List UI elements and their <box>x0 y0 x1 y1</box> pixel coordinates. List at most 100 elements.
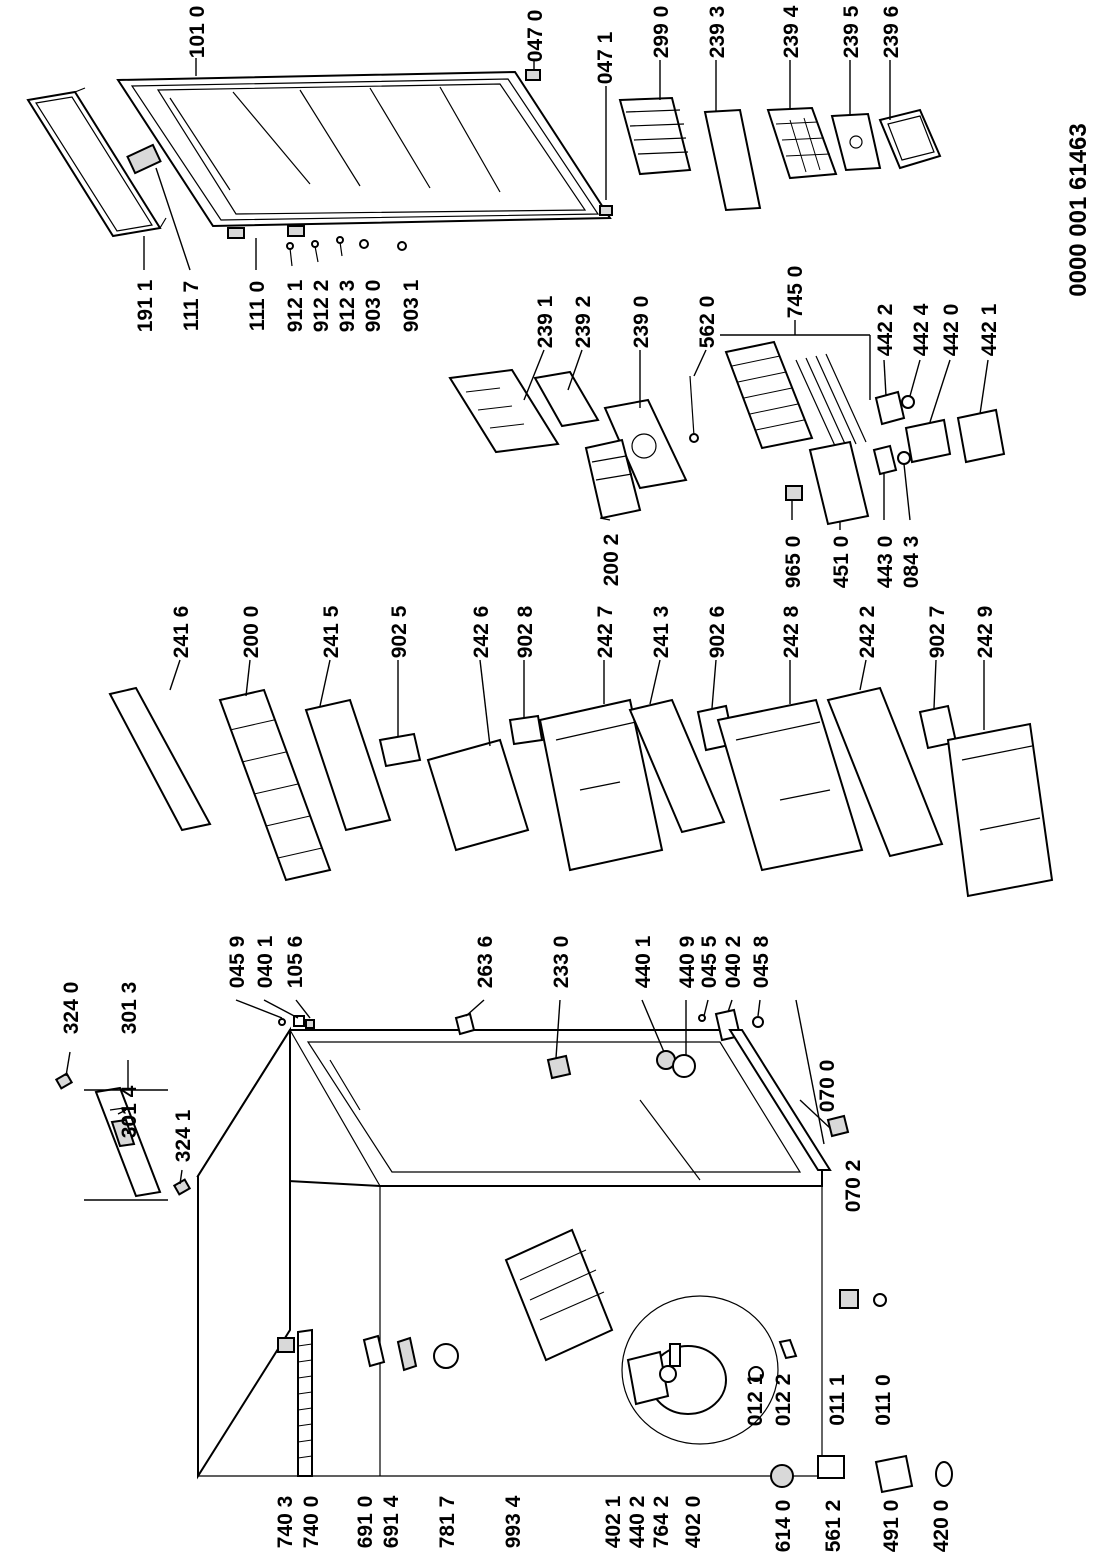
drawer-part-242-7 <box>538 698 664 872</box>
label-242-6: 242 6 <box>470 606 493 659</box>
label-040-1: 040 1 <box>254 935 277 988</box>
door-accessories-group <box>618 96 942 212</box>
labels-col2: 239 1 239 2 239 0 562 0 745 0 442 2 442 … <box>534 266 1001 589</box>
part-691-0 <box>362 1334 386 1368</box>
label-047-1: 047 1 <box>594 31 617 84</box>
label-239-6: 239 6 <box>880 6 903 59</box>
clip-part-047-1 <box>599 205 613 216</box>
label-420-0: 420 0 <box>930 1500 953 1552</box>
label-912-1: 912 1 <box>284 279 307 332</box>
label-045-8: 045 8 <box>750 935 773 988</box>
label-902-7: 902 7 <box>926 606 949 659</box>
label-440-2: 440 2 <box>626 1496 649 1549</box>
label-070-2: 070 2 <box>842 1160 865 1213</box>
part-012-2 <box>778 1338 798 1360</box>
label-241-6: 241 6 <box>170 606 193 659</box>
label-239-4: 239 4 <box>780 5 803 58</box>
part-442-1 <box>956 408 1006 464</box>
part-440-2 <box>659 1365 677 1383</box>
label-912-2: 912 2 <box>310 280 333 333</box>
reference-number: 0000 001 61463 <box>1065 123 1092 297</box>
label-239-3: 239 3 <box>706 6 729 59</box>
leaders-col3 <box>169 659 985 747</box>
part-324-0 <box>54 1072 74 1090</box>
label-105-6: 105 6 <box>284 936 307 989</box>
clip-part-047-0 <box>525 69 541 81</box>
part-324-1 <box>172 1178 192 1196</box>
label-781-7: 781 7 <box>436 1496 459 1549</box>
label-239-1: 239 1 <box>534 295 557 348</box>
drawer-front-242-2 <box>826 686 944 858</box>
label-614-0: 614 0 <box>772 1500 795 1552</box>
label-402-0: 402 0 <box>682 1496 705 1549</box>
part-105-6 <box>305 1019 315 1029</box>
label-691-4: 691 4 <box>380 1495 403 1548</box>
label-242-9: 242 9 <box>974 606 997 659</box>
part-491-0 <box>874 1454 914 1494</box>
label-241-5: 241 5 <box>320 605 343 658</box>
label-912-3: 912 3 <box>336 280 359 333</box>
label-242-7: 242 7 <box>594 606 617 659</box>
label-764-2: 764 2 <box>650 1496 673 1549</box>
label-241-3: 241 3 <box>650 606 673 659</box>
label-324-1: 324 1 <box>172 1109 195 1162</box>
label-561-2: 561 2 <box>822 1500 845 1552</box>
label-402-1: 402 1 <box>602 1495 625 1548</box>
part-011-0 <box>873 1293 887 1307</box>
label-902-6: 902 6 <box>706 606 729 659</box>
cabinet-body-part <box>196 1026 823 1480</box>
leaders-col2 <box>523 320 989 530</box>
part-440-9 <box>672 1054 696 1078</box>
label-442-0: 442 0 <box>940 304 963 357</box>
door-gasket-part <box>26 87 167 238</box>
label-491-0: 491 0 <box>880 1500 903 1552</box>
part-442-4 <box>901 395 915 409</box>
part-233-0 <box>546 1054 572 1080</box>
label-111-7: 111 7 <box>180 281 203 331</box>
label-745-0: 745 0 <box>784 266 807 319</box>
label-242-2: 242 2 <box>856 606 879 659</box>
part-070-2 <box>826 1114 850 1138</box>
label-070-0: 070 0 <box>816 1060 839 1113</box>
probe-part <box>689 375 695 437</box>
label-903-1: 903 1 <box>400 279 423 332</box>
part-740-3 <box>277 1337 295 1353</box>
part-443-0 <box>872 444 898 476</box>
label-299-0: 299 0 <box>650 6 673 59</box>
part-011-1 <box>839 1289 859 1309</box>
label-200-0: 200 0 <box>240 606 263 659</box>
part-045-8 <box>752 1016 764 1028</box>
label-101-0: 101 0 <box>186 6 209 59</box>
screw-parts <box>286 236 407 267</box>
part-420-0 <box>935 1461 953 1487</box>
leaders-col1 <box>143 58 891 271</box>
label-012-1: 012 1 <box>744 1373 767 1426</box>
part-045-9 <box>278 1018 286 1026</box>
box-part-239-6 <box>878 108 942 170</box>
label-691-0: 691 0 <box>354 1496 377 1549</box>
door-panel-part <box>116 70 612 228</box>
label-239-2: 239 2 <box>572 296 595 349</box>
label-301-4: 301 4 <box>118 1085 141 1138</box>
shelf-part-241-6 <box>108 686 212 832</box>
labels-col4: 324 0 301 3 301 4 324 1 045 9 040 1 105 … <box>60 935 953 1552</box>
label-965-0: 965 0 <box>782 536 805 589</box>
shelf-part-239-3 <box>703 108 762 212</box>
evaporator-coil-part <box>724 340 867 450</box>
evaporator-group <box>448 340 1006 526</box>
part-614-0 <box>770 1464 794 1488</box>
drawer-part-242-6 <box>426 738 530 852</box>
leaders-col4 <box>65 999 831 1201</box>
label-740-0: 740 0 <box>300 1496 323 1549</box>
label-740-3: 740 3 <box>274 1496 297 1549</box>
label-239-5: 239 5 <box>840 5 863 58</box>
part-764-2 <box>669 1343 681 1367</box>
label-263-6: 263 6 <box>474 936 497 989</box>
part-781-7 <box>433 1343 459 1369</box>
label-440-1: 440 1 <box>632 935 655 988</box>
part-263-6 <box>454 1012 476 1036</box>
ice-tray-part <box>766 106 838 180</box>
label-239-0: 239 0 <box>630 296 653 349</box>
cabinet-group <box>54 1008 953 1494</box>
back-cover-part <box>504 1228 614 1362</box>
